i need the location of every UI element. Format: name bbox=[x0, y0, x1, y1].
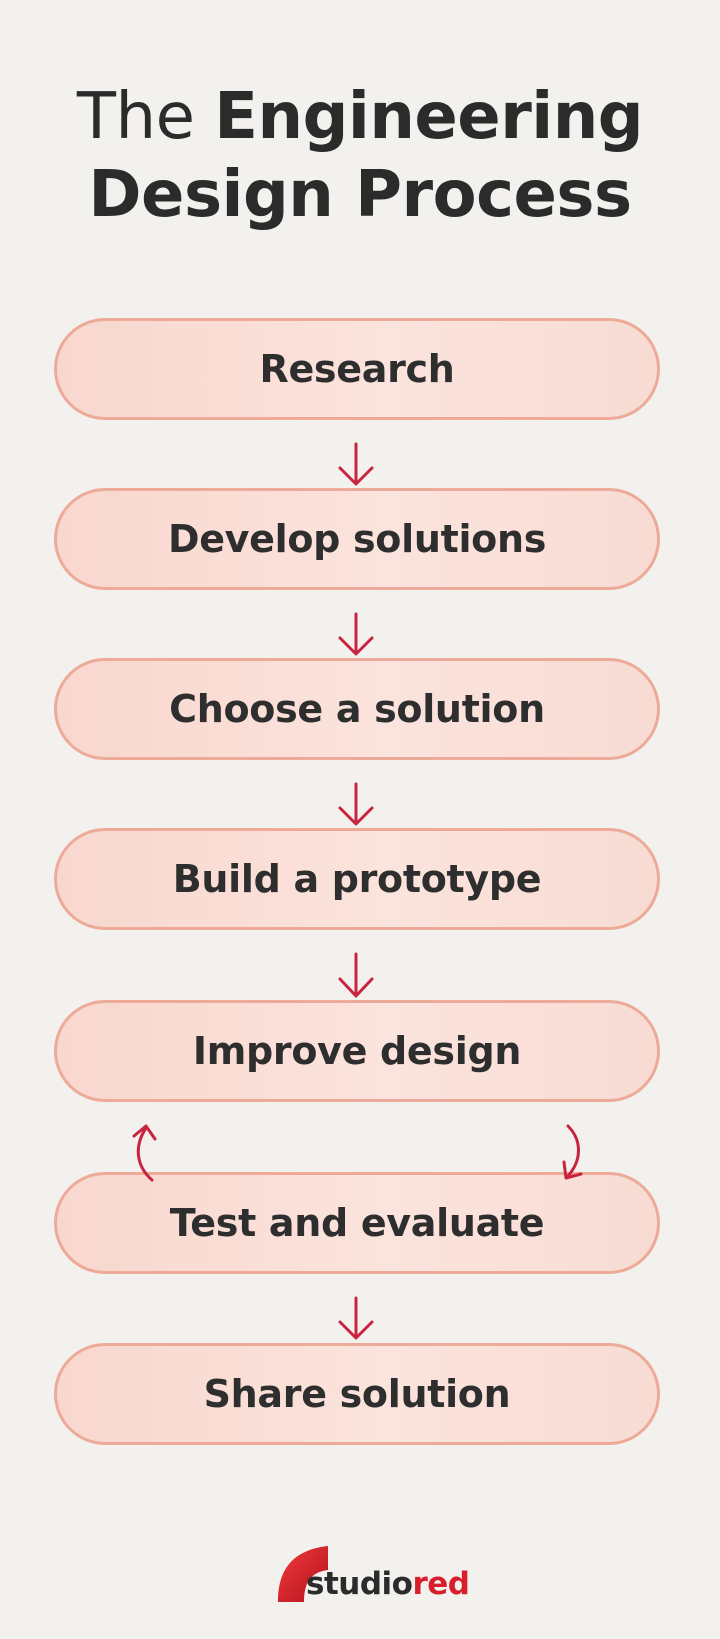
arrow-down-icon bbox=[338, 1296, 374, 1340]
logo-mark-icon bbox=[278, 1546, 328, 1602]
title-bold-1: Engineering bbox=[214, 80, 644, 154]
step-test-and-evaluate: Test and evaluate bbox=[54, 1172, 660, 1274]
arrow-down-icon bbox=[338, 952, 374, 998]
title-line-2: Design Process bbox=[88, 158, 632, 232]
studiored-logo: studiored bbox=[270, 1540, 470, 1610]
step-share-solution: Share solution bbox=[54, 1343, 660, 1445]
arrow-down-icon bbox=[338, 612, 374, 656]
page-title: The Engineering Design Process bbox=[0, 78, 720, 234]
step-improve-design: Improve design bbox=[54, 1000, 660, 1102]
step-research: Research bbox=[54, 318, 660, 420]
title-light: The bbox=[76, 80, 195, 154]
step-choose-a-solution: Choose a solution bbox=[54, 658, 660, 760]
logo-text-studio: studio bbox=[306, 1566, 413, 1602]
step-build-a-prototype: Build a prototype bbox=[54, 828, 660, 930]
logo-text: studiored bbox=[306, 1566, 470, 1602]
title-line-1: The Engineering bbox=[0, 78, 720, 156]
curved-arrow-down-icon bbox=[562, 1124, 583, 1180]
arrow-down-icon bbox=[338, 442, 374, 486]
logo-text-red: red bbox=[412, 1566, 470, 1602]
step-develop-solutions: Develop solutions bbox=[54, 488, 660, 590]
arrow-down-icon bbox=[338, 782, 374, 826]
